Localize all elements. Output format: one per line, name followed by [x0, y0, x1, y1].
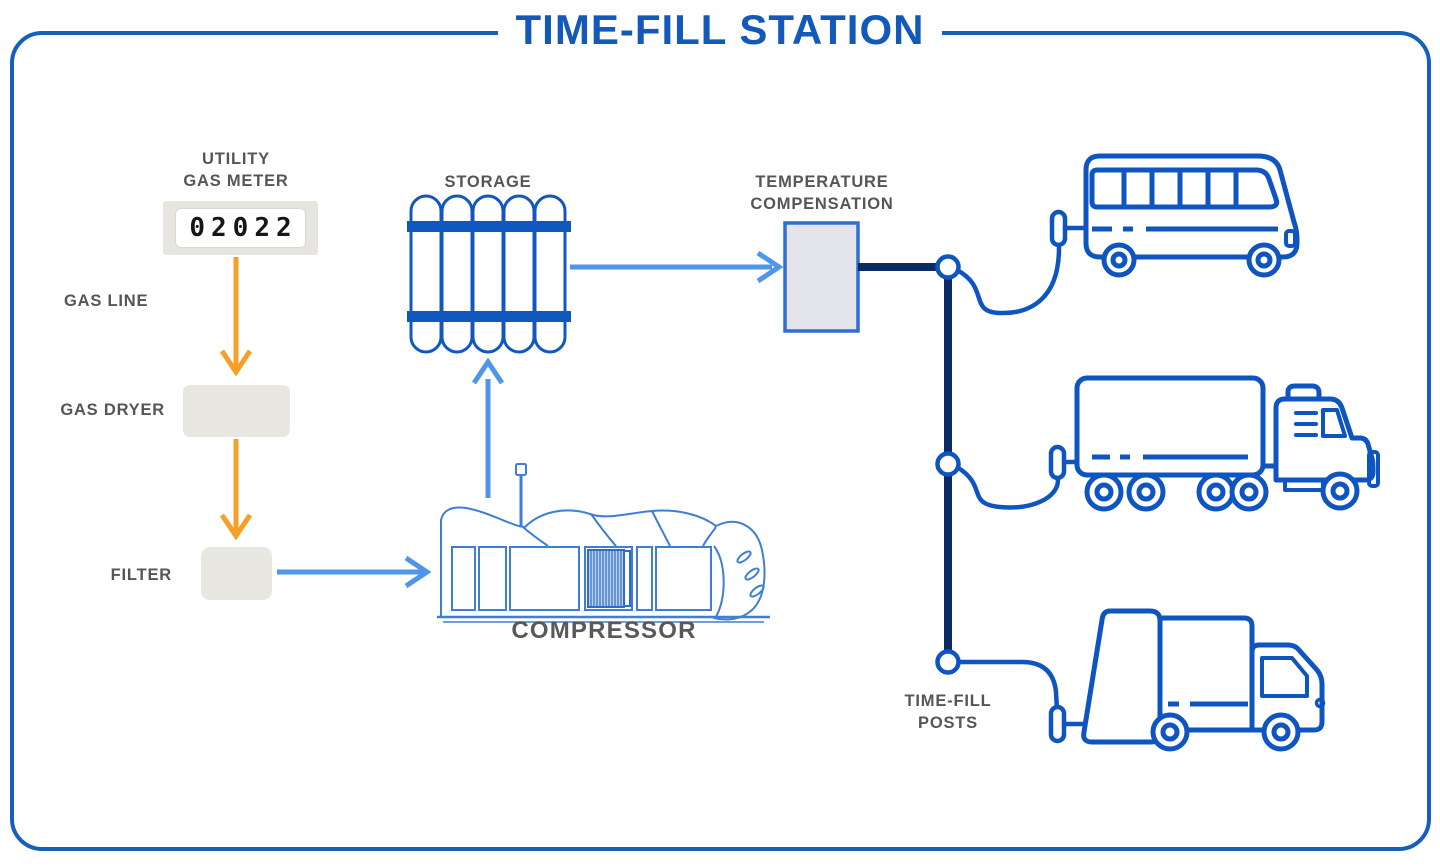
storage-label: STORAGE	[444, 173, 532, 191]
filter-label: FILTER	[110, 566, 172, 584]
time-fill-posts	[935, 254, 961, 675]
gas-line-arrow-meter-to-dryer	[219, 257, 253, 377]
fuel-hoses	[954, 209, 1089, 744]
utility-gas-meter-label: UTILITY GAS METER	[183, 150, 289, 190]
utility-gas-meter: 02022	[163, 201, 318, 255]
time-fill-posts-label: TIME-FILL POSTS	[904, 692, 992, 732]
storage-tubes-icon	[407, 194, 571, 354]
page-title: TIME-FILL STATION	[497, 6, 943, 54]
filter-to-compressor-arrow	[277, 555, 432, 589]
compressor-to-storage-arrow	[471, 357, 505, 498]
storage-to-temp-comp-arrow	[570, 250, 784, 284]
time-fill-post-icon	[935, 649, 961, 675]
temperature-compensation-label: TEMPERATURE COMPENSATION	[750, 173, 894, 213]
bus-icon	[1083, 153, 1300, 278]
compressor-label: COMPRESSOR	[511, 617, 697, 644]
semi-truck-fuel-hose-icon	[954, 444, 1080, 510]
gas-dryer-box	[183, 385, 290, 437]
time-fill-post-icon	[935, 254, 961, 280]
distribution-line	[858, 263, 952, 662]
gas-dryer-label: GAS DRYER	[60, 401, 165, 419]
time-fill-post-icon	[935, 451, 961, 477]
semi-truck-icon	[1074, 375, 1380, 512]
filter-box	[201, 547, 272, 600]
compressor-icon	[437, 463, 770, 623]
garbage-truck-fuel-hose-icon	[955, 659, 1087, 744]
garbage-truck-icon	[1081, 608, 1326, 752]
title-wrap: TIME-FILL STATION	[0, 6, 1440, 54]
compressor-vent-grille	[587, 549, 631, 608]
bus-fuel-hose-icon	[954, 209, 1089, 316]
utility-gas-meter-display: 02022	[175, 208, 306, 248]
gas-line-label: GAS LINE	[64, 292, 149, 310]
gas-line-arrow-dryer-to-filter	[219, 439, 253, 541]
meter-reading: 02022	[189, 213, 298, 243]
temperature-compensation-box	[783, 221, 860, 333]
